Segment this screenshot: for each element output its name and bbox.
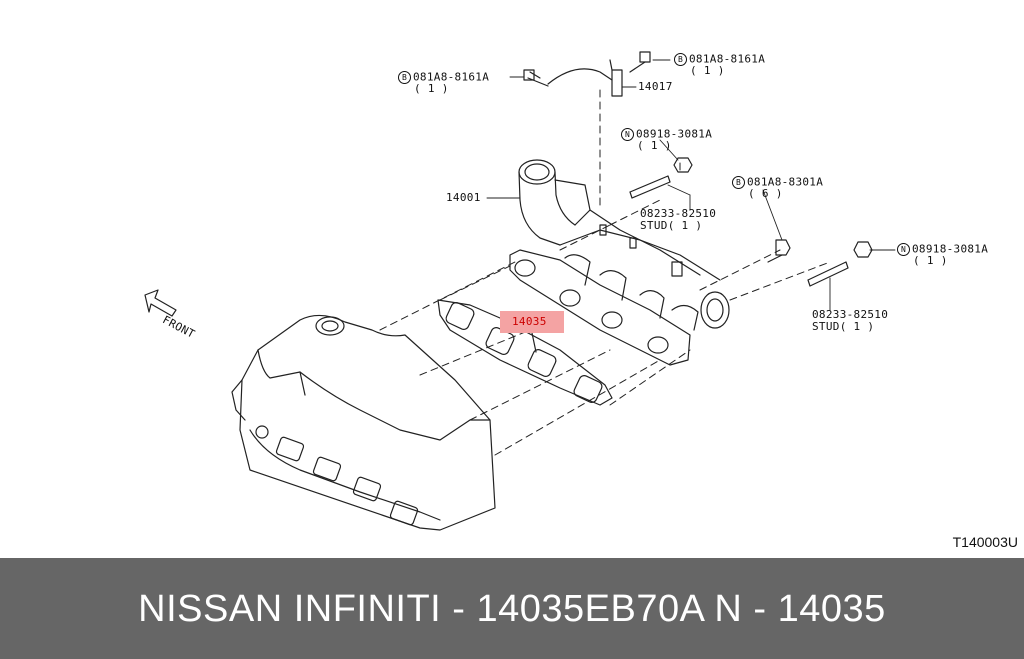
diagram-code: T140003U [952,534,1018,550]
bolt-symbol-icon: B [674,53,687,66]
nut-symbol-icon: N [897,243,910,256]
bracket-drawing [547,59,623,97]
alignment-lines [379,89,831,456]
leader-lines [486,59,896,311]
callout-qty-6: ( 6 ) [748,187,783,200]
exploded-view-drawing [144,51,896,531]
part-number: 08918-3081A [912,242,989,256]
bolt-symbol-icon: B [732,176,745,189]
callout-qty-2: ( 1 ) [690,64,725,77]
part-footer-bar: NISSAN INFINITI - 14035EB70A N - 14035 [0,558,1024,659]
part-number: 081A8-8161A [689,52,766,66]
callout-label-9: 14035 [512,315,547,328]
intake-manifold-drawing [509,159,730,366]
bolt-symbol-icon: B [398,71,411,84]
callout-qty-1: ( 1 ) [414,82,449,95]
callout-label-3: 14017 [638,80,673,93]
engine-block-drawing [231,314,496,531]
callout-label-7: 08233-82510 [640,207,717,220]
part-number: 08918-3081A [636,127,713,141]
gasket-drawing [437,299,613,406]
callout-label-10: 08233-82510 [812,308,889,321]
part-number-caption: NISSAN INFINITI - 14035EB70A N - 14035 [138,588,886,630]
callout-qty-10: STUD( 1 ) [812,320,875,333]
callout-qty-4: ( 1 ) [637,139,672,152]
part-number: 081A8-8301A [747,175,824,189]
part-number: 081A8-8161A [413,70,490,84]
nut-symbol-icon: N [621,128,634,141]
callout-qty-7: STUD( 1 ) [640,219,703,232]
fastener-drawings [523,51,873,287]
callout-qty-8: ( 1 ) [913,254,948,267]
highlight-box [500,311,564,333]
front-arrow-icon [144,289,177,317]
callout-label-5: 14001 [446,191,481,204]
